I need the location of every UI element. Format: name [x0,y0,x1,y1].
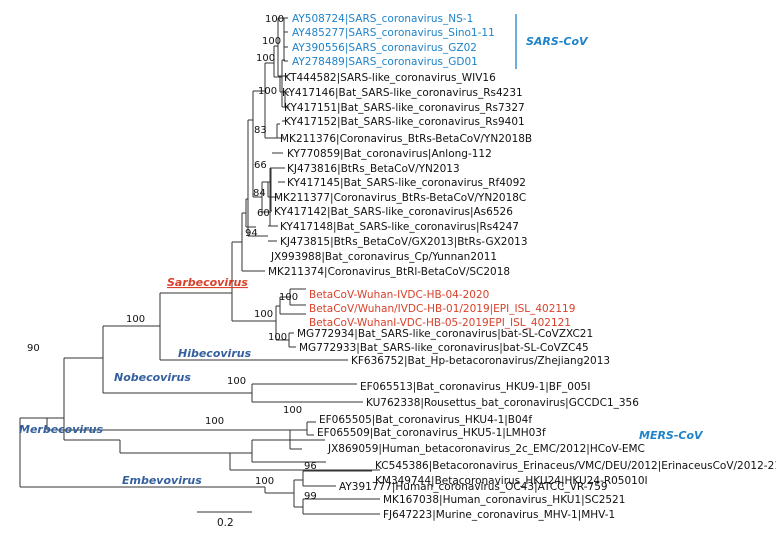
leaf-labels: AY508724|SARS_coronavirus_NS-1 AY485277|… [268,13,776,521]
bootstrap-value: 100 [279,292,298,303]
genus-label-nobecovirus: Nobecovirus [114,371,191,384]
leaf-label: AY390556|SARS_coronavirus_GZ02 [292,42,477,54]
leaf-label: MG772933|Bat_SARS-like_coronavirus|bat-S… [299,342,589,354]
branch-upper-beta [102,292,363,403]
bootstrap-value: 60 [257,208,270,219]
leaf-label: AY278489|SARS_coronavirus_GD01 [292,56,478,68]
leaf-label: MK211374|Coronavirus_BtRl-BetaCoV/SC2018 [268,266,510,278]
leaf-label: AY485277|SARS_coronavirus_Sino1-11 [292,27,495,39]
branch-nobecovirus [119,439,380,471]
leaf-label: JX993988|Bat_coronavirus_Cp/Yunnan2011 [270,251,497,263]
branch-root [19,357,265,488]
leaf-label: AY508724|SARS_coronavirus_NS-1 [292,13,473,25]
bootstrap-value: 96 [304,461,317,472]
bootstrap-value: 66 [254,160,267,171]
leaf-label: MK211376|Coronavirus_BtRs-BetaCoV/YN2018… [280,133,532,145]
bootstrap-value: 100 [262,36,281,47]
bootstrap-value: 99 [304,491,317,502]
leaf-label: EF065513|Bat_coronavirus_HKU9-1|BF_005I [360,381,590,393]
bootstrap-value: 94 [245,228,258,239]
leaf-label: MK167038|Human_coronavirus_HKU1|SC2521 [383,494,625,506]
bootstrap-value: 84 [253,188,266,199]
tree-branches [19,17,380,515]
bootstrap-value: 100 [255,476,274,487]
leaf-label: KU762338|Rousettus_bat_coronavirus|GCCDC… [366,397,639,409]
leaf-label: KY417152|Bat_SARS-like_coronavirus_Rs940… [284,116,525,128]
leaf-label: JX869059|Human_betacoronavirus_2c_EMC/20… [327,443,645,455]
leaf-label: FJ647223|Murine_coronavirus_MHV-1|MHV-1 [383,509,615,521]
group-label-sars-cov: SARS-CoV [526,35,589,48]
leaf-label: KY417142|Bat_SARS-like_coronavirus|As652… [274,206,513,218]
branch-sarbecovirus [231,241,306,348]
bootstrap-value: 100 [268,332,287,343]
branch-embecovirus [264,470,380,515]
bootstrap-support-values: 100 100 100 100 83 66 84 60 94 100 100 1… [27,14,317,502]
bootstrap-value: 83 [254,125,267,136]
bootstrap-value: 100 [254,309,273,320]
bootstrap-value: 100 [256,53,275,64]
leaf-label: KY770859|Bat_coronavirus|Anlong-112 [287,148,492,160]
branch-sars-main [253,17,288,139]
leaf-label: KY417146|Bat_SARS-like_coronavirus_Rs423… [282,87,523,99]
leaf-label: MK211377|Coronavirus_BtRs-BetaCoV/YN2018… [274,192,526,204]
leaf-label: AY391777|Human_coronavirus_OC43|ATCC_VR-… [339,481,608,493]
leaf-label: BetaCoV/Wuhan/IVDC-HB-01/2019|EPI_ISL_40… [309,303,575,315]
genus-label-merbecovirus: Merbecovirus [19,423,103,436]
leaf-label: EF065509|Bat_coronavirus_HKU5-1|LMH03f [317,427,546,439]
bootstrap-value: 100 [265,14,284,25]
bootstrap-value: 100 [205,416,224,427]
genus-label-embecovirus: Embevovirus [122,474,202,487]
branch-merbecovirus [46,418,316,450]
leaf-label: KJ473815|BtRs_BetaCoV/GX2013|BtRs-GX2013 [280,236,528,248]
leaf-label: EF065505|Bat_coronavirus_HKU4-1|B04f [319,414,532,426]
bootstrap-value: 90 [27,343,40,354]
genus-label-hibecovirus: Hibecovirus [178,347,252,360]
bootstrap-value: 100 [283,405,302,416]
leaf-label: KY417148|Bat_SARS-like_coronavirus|Rs424… [280,221,519,233]
leaf-label: KJ473816|BtRs_BetaCoV/YN2013 [287,163,460,175]
leaf-label: KT444582|SARS-like_coronavirus_WIV16 [284,72,496,84]
leaf-label: KM349744|Betacoronavirus_HKU24|HKU24-R05… [375,475,648,487]
leaf-label: BetaCoV-Wuhan-IVDC-HB-04-2020 [309,289,489,301]
leaf-label: MG772934|Bat_SARS-like_coronavirus|bat-S… [297,328,593,340]
leaf-label: KC545386|Betacoronavirus_Erinaceus/VMC/D… [375,460,776,472]
bootstrap-value: 100 [227,376,246,387]
leaf-label: KY417151|Bat_SARS-like_coronavirus_Rs732… [284,102,525,114]
group-label-mers-cov: MERS-CoV [639,429,704,442]
leaf-label: BetaCoV-WuhanI-VDC-HB-05-2019EPI_ISL_402… [309,317,571,329]
branch-minor-tips [268,91,289,242]
bootstrap-value: 100 [258,86,277,97]
leaf-label: KY417145|Bat_SARS-like_coronavirus_Rf409… [287,177,526,189]
bootstrap-value: 100 [126,314,145,325]
scale-bar-label: 0.2 [217,517,234,529]
leaf-label: KF636752|Bat_Hp-betacoronavirus/Zhejiang… [351,355,610,367]
branch-sarbeco-main [241,119,268,272]
genus-label-sarbecovirus: Sarbecovirus [167,276,248,289]
